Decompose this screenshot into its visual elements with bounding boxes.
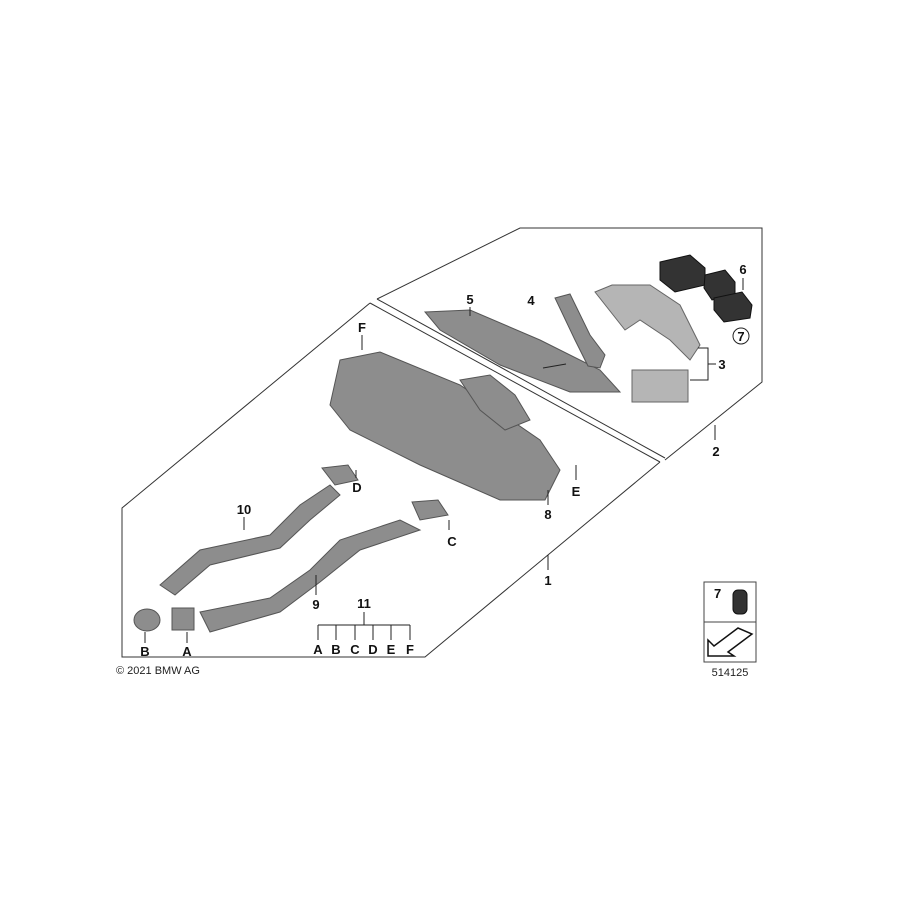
group-1-frame: [121, 302, 661, 658]
label-C: C: [447, 534, 457, 549]
divider-line: [376, 298, 666, 459]
inset-top-box: [703, 581, 757, 623]
copyright: © 2021 BMW AG: [116, 665, 200, 677]
label-11: 11: [357, 596, 371, 611]
threaded-insert-icon: [732, 589, 748, 615]
clamp-B: [133, 608, 161, 632]
arrow-icon: [707, 627, 754, 657]
tailpipe-trim-6c: [713, 291, 753, 323]
inset-label-7: 7: [714, 586, 721, 601]
kit-11-letter: A: [313, 642, 323, 657]
label-E: E: [572, 484, 581, 499]
label-F: F: [358, 320, 366, 335]
label-6: 6: [739, 262, 746, 277]
tailpipe-trim-6a: [659, 254, 706, 293]
group-2-frame: [376, 227, 763, 461]
clamp-D: [321, 464, 359, 486]
label-2: 2: [712, 444, 719, 459]
label-A: A: [182, 644, 192, 659]
label-7: 7: [737, 329, 744, 344]
label-B: B: [140, 644, 149, 659]
label-4: 4: [527, 293, 535, 308]
bracket-3: [594, 284, 701, 361]
rear-silencer-8: [329, 351, 561, 501]
label-3: 3: [718, 357, 725, 372]
label-1: 1: [544, 573, 551, 588]
kit-11-letter: B: [331, 642, 340, 657]
label-8: 8: [544, 507, 551, 522]
label-10: 10: [237, 502, 251, 517]
kit-11-letter: D: [368, 642, 377, 657]
label-5: 5: [466, 292, 473, 307]
bracket-4: [554, 293, 606, 369]
label-9: 9: [312, 597, 319, 612]
clamp-C: [411, 499, 449, 521]
kit-11-letter: E: [387, 642, 396, 657]
pipe-10: [159, 484, 341, 596]
label-D: D: [352, 480, 361, 495]
heat-shield-5: [423, 309, 622, 393]
tailpipe-outlets: [459, 374, 531, 431]
kit-11-letter: F: [406, 642, 414, 657]
kit-box-3: [631, 369, 689, 403]
diagram-number: 514125: [712, 667, 749, 679]
inset-bottom-box: [703, 621, 757, 663]
kit-11-letter: C: [350, 642, 360, 657]
pipe-9: [199, 519, 422, 633]
label-7-circle: [732, 327, 750, 345]
divider-line: [369, 302, 661, 463]
sleeve-A: [171, 607, 195, 631]
